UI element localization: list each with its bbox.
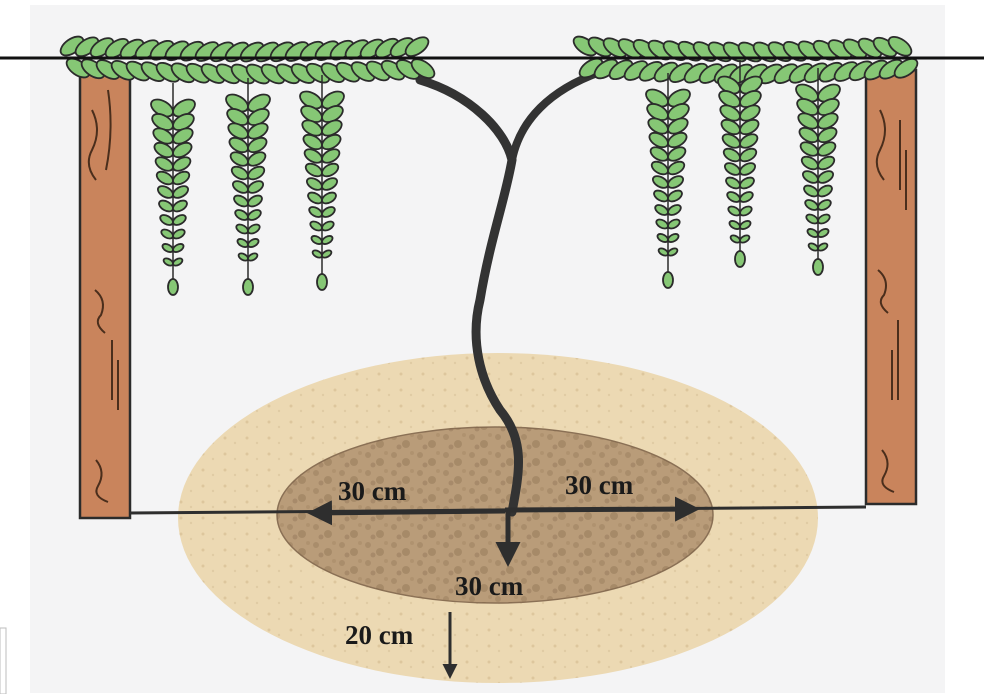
arrow-width-right xyxy=(505,509,695,510)
leaf xyxy=(317,274,327,290)
corner-frame xyxy=(0,628,6,694)
right-post xyxy=(866,70,916,504)
leaf xyxy=(813,259,823,275)
arrow-width-left xyxy=(312,511,505,513)
label-width-right: 30 cm xyxy=(565,472,633,499)
leaf xyxy=(243,279,253,295)
label-depth-pit: 30 cm xyxy=(455,573,523,600)
leaf xyxy=(168,279,178,295)
left-post xyxy=(80,70,130,518)
label-depth-extra: 20 cm xyxy=(345,622,413,649)
label-width-left: 30 cm xyxy=(338,478,406,505)
leaf xyxy=(663,272,673,288)
leaf xyxy=(735,251,745,267)
